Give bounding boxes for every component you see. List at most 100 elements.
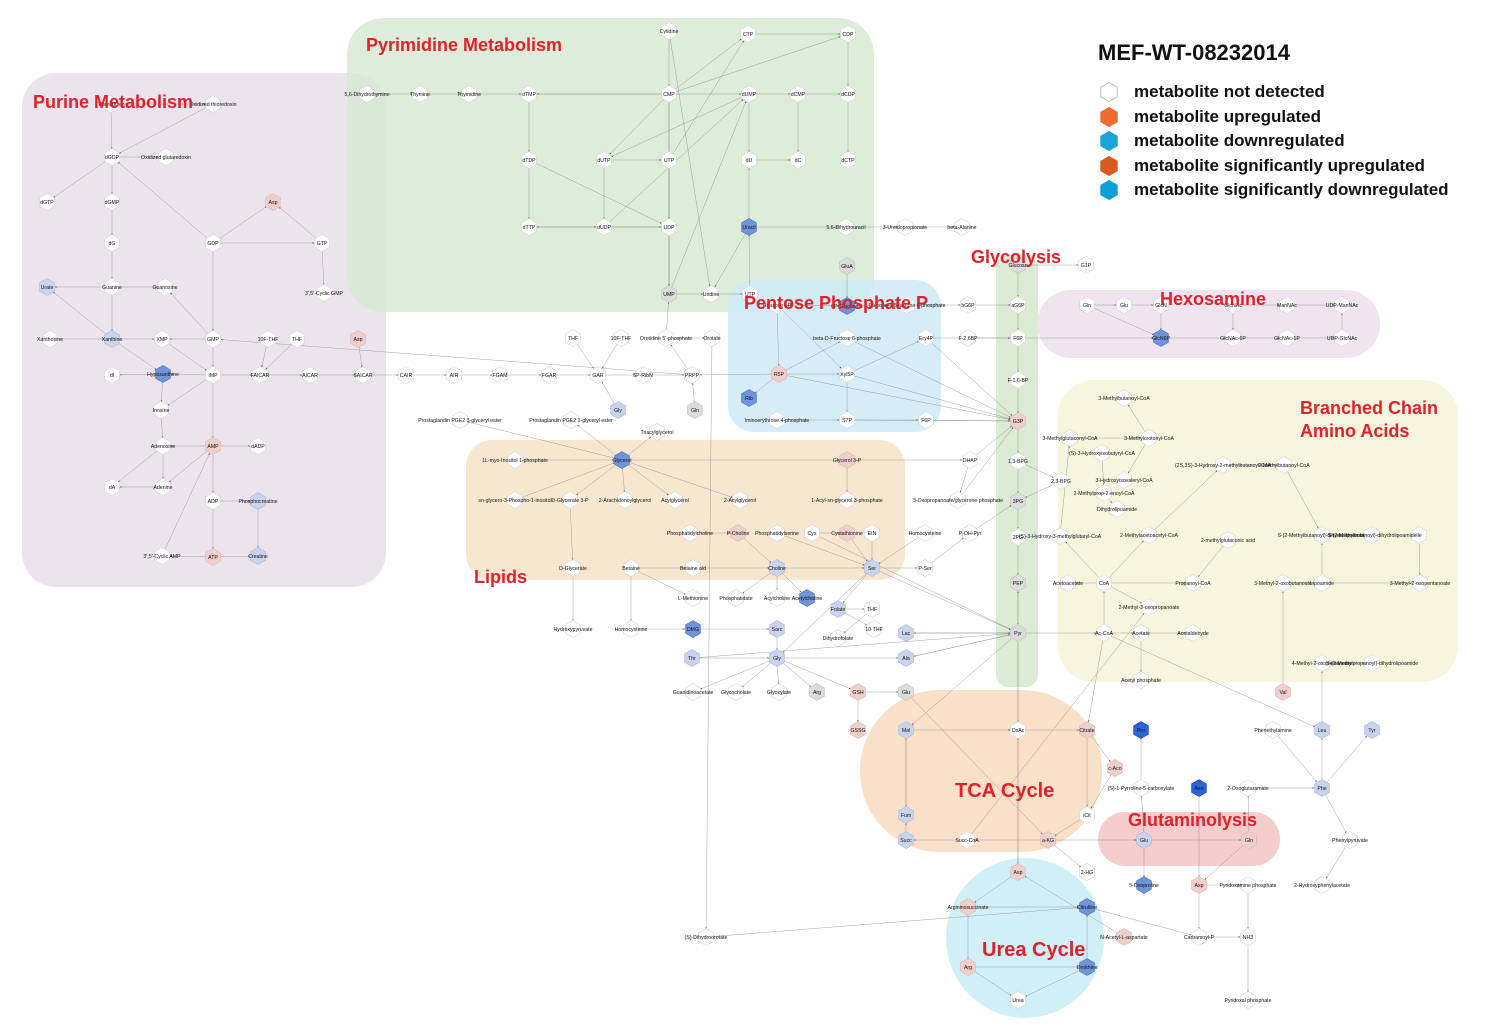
metabolite-node-methylpropanoyl[interactable]: S-(2-Methylpropanoyl)-dihydrolipoamide — [1326, 654, 1418, 672]
metabolite-node-uracil[interactable]: Uracil — [741, 218, 757, 236]
metabolite-node-ox_thioredoxin[interactable]: Oxidized thioredoxin — [189, 95, 237, 113]
metabolite-node-utp[interactable]: UTP — [661, 151, 677, 169]
metabolite-node-hydroxy3methyl[interactable]: (S)-3-Hydroxy-3-methylglutaryl-CoA — [1019, 527, 1102, 545]
metabolite-node-acetylphosphate[interactable]: Acetyl phosphate — [1121, 671, 1161, 689]
metabolite-node-acetaldehyde[interactable]: Acetaldehyde — [1177, 624, 1209, 642]
metabolite-node-g3p[interactable]: G3P — [1010, 412, 1026, 430]
metabolite-node-acetylcholine2[interactable]: Acetylcholine — [792, 589, 823, 607]
metabolite-node-da[interactable]: dA — [104, 478, 120, 496]
metabolite-node-dgmp[interactable]: dGMP — [104, 193, 120, 211]
metabolite-node-r5p[interactable]: R5P — [771, 365, 787, 383]
metabolite-node-ery4p[interactable]: Ery4P — [918, 329, 934, 347]
metabolite-node-pyridoxamine[interactable]: Pyridoxamine phosphate — [1219, 876, 1277, 894]
metabolite-node-adenosine[interactable]: Adenosine — [151, 437, 176, 455]
metabolite-node-guanidinoacetate[interactable]: Guanidinoacetate — [673, 683, 714, 701]
metabolite-node-phosphatidate[interactable]: Phosphatidate — [719, 589, 753, 607]
metabolite-node-pg3[interactable]: 3PG — [1010, 492, 1026, 510]
metabolite-node-dihydrothymine[interactable]: 5,6-Dihydrothymine — [345, 85, 390, 103]
metabolite-node-nh3[interactable]: NH3 — [1240, 928, 1256, 946]
metabolite-node-dudp[interactable]: dUDP — [596, 218, 612, 236]
metabolite-node-mal[interactable]: Mal — [898, 721, 914, 739]
metabolite-node-methylbutanoyl2[interactable]: (2S,3S)-3-Hydroxy-2-methylbutanoyl-CoA — [1175, 456, 1272, 474]
metabolite-node-urate[interactable]: Urate — [39, 278, 55, 296]
metabolite-node-gly2[interactable]: Gly — [769, 649, 785, 667]
metabolite-node-imp[interactable]: IMP — [205, 366, 221, 384]
metabolite-node-acylglycerol[interactable]: Acylglycerol — [661, 491, 689, 509]
metabolite-node-phosphocreatine[interactable]: Phosphocreatine — [239, 492, 278, 510]
metabolite-node-creatine[interactable]: Creatine — [248, 547, 268, 565]
metabolite-node-ureidopropionate[interactable]: 3-Ureidopropionate — [883, 218, 928, 236]
metabolite-node-dglycerate[interactable]: D-Glycerate — [559, 559, 587, 577]
metabolite-node-dgdp[interactable]: dGDP — [104, 148, 120, 166]
metabolite-node-asn[interactable]: Asn — [1191, 779, 1207, 797]
metabolite-node-methyloxopentanoate2[interactable]: 4-Methyl-2-oxopentanoate — [1292, 654, 1353, 672]
metabolite-node-bg6p[interactable]: bG6P — [960, 296, 976, 314]
metabolite-node-methyloxobutanoate[interactable]: 3-Methyl-2-oxobutanoate — [1254, 574, 1312, 592]
metabolite-node-dg[interactable]: dG — [104, 234, 120, 252]
metabolite-node-du[interactable]: dU — [741, 151, 757, 169]
metabolite-node-dutp[interactable]: dUTP — [596, 151, 612, 169]
metabolite-node-propanoyl[interactable]: Propanoyl-CoA — [1175, 574, 1211, 592]
metabolite-node-prpp[interactable]: PRPP — [684, 366, 700, 384]
metabolite-node-glcn6p[interactable]: GlcN6P — [1152, 329, 1170, 347]
metabolite-node-cmp[interactable]: CMP — [661, 85, 677, 103]
metabolite-node-glcnac1p[interactable]: GlcNAc-1P — [1274, 329, 1300, 347]
metabolite-node-sarc[interactable]: Sarc — [769, 620, 785, 638]
metabolite-node-phosphatidylcholine[interactable]: Phosphatidylcholine — [667, 524, 713, 542]
metabolite-node-utp2[interactable]: UTP — [742, 285, 758, 303]
metabolite-node-gln2[interactable]: Gln — [1079, 296, 1095, 314]
metabolite-node-cgmp[interactable]: 3',5'-Cyclic GMP — [305, 284, 344, 302]
metabolite-node-pyrroline[interactable]: (S)-1-Pyrroline-5-carboxylate — [1108, 779, 1175, 797]
metabolite-node-dihydrouracil[interactable]: 5,6-Dihydrouracil — [826, 218, 866, 236]
metabolite-node-adp[interactable]: ADP — [205, 492, 221, 510]
metabolite-node-methyloxopentanoate[interactable]: 3-Methyl-2-oxopentanoate — [1390, 574, 1451, 592]
metabolite-node-guanine[interactable]: Guanine — [102, 278, 122, 296]
metabolite-node-homocysteine[interactable]: Homocysteine — [615, 620, 648, 638]
metabolite-node-ox_glutaredoxin[interactable]: Oxidized glutaredoxin — [141, 148, 191, 166]
metabolite-node-xanthosine[interactable]: Xanthosine — [37, 330, 63, 348]
metabolite-node-pyr[interactable]: Pyr — [1010, 624, 1026, 642]
metabolite-node-dtmp[interactable]: dTMP — [521, 85, 537, 103]
metabolite-node-pcholine[interactable]: P-Choline — [727, 524, 750, 542]
metabolite-node-glcnac[interactable]: GlcNAc — [1224, 296, 1242, 314]
metabolite-node-gluconate6p[interactable]: 6P-Gluconate — [831, 297, 863, 315]
metabolite-node-gdp[interactable]: GDP — [205, 234, 221, 252]
metabolite-node-pohpyr[interactable]: P-OH-Pyr — [959, 524, 982, 542]
metabolite-node-thf1[interactable]: THF — [289, 330, 305, 348]
metabolite-node-pser[interactable]: P-Ser — [917, 559, 933, 577]
metabolite-node-hydroxybutyryl[interactable]: (S)-3-Hydroxyisobutyryl-CoA — [1069, 444, 1136, 462]
metabolite-node-glu1[interactable]: Glu — [898, 683, 914, 701]
metabolite-node-argsucc[interactable]: Argininosuccinate — [948, 898, 989, 916]
metabolite-node-methyloxopropanoate[interactable]: 2-Methyl-3-oxopropanoate — [1119, 598, 1180, 616]
metabolite-node-betainealdehyde[interactable]: Betaine ald — [680, 559, 706, 577]
metabolite-node-lmethionine[interactable]: L-Methionine — [678, 589, 708, 607]
metabolite-node-ump[interactable]: UMP — [661, 285, 677, 303]
metabolite-node-phe[interactable]: Phe — [1314, 779, 1330, 797]
metabolite-node-camp[interactable]: 3',5'-Cyclic AMP — [143, 547, 181, 565]
metabolite-node-ornithine[interactable]: Ornithine — [1076, 958, 1098, 976]
metabolite-node-hg2[interactable]: 2-HG — [1079, 863, 1095, 881]
metabolite-node-methylacetoacetyl[interactable]: 2-Methylacetoacetyl-CoA — [1120, 526, 1179, 544]
metabolite-node-s7p[interactable]: S7P — [839, 411, 855, 429]
metabolite-node-udpglcnac[interactable]: UDP-GlcNAc — [1327, 329, 1358, 347]
metabolite-node-hydroxypyruvate[interactable]: Hydroxypyruvate — [554, 620, 593, 638]
metabolite-node-dihydrolipoamide[interactable]: Dihydrolipoamide — [1097, 500, 1137, 518]
metabolite-node-fgar[interactable]: FGAR — [541, 366, 557, 384]
metabolite-node-di[interactable]: dI — [104, 366, 120, 384]
metabolite-node-tyr[interactable]: Tyr — [1364, 721, 1380, 739]
metabolite-node-orotidine[interactable]: Orotidine 5'-phosphate — [640, 329, 692, 347]
metabolite-node-arg1[interactable]: Arg — [809, 683, 825, 701]
metabolite-node-glcn[interactable]: GlcN — [1153, 296, 1169, 314]
metabolite-node-gtp[interactable]: GTP — [314, 234, 330, 252]
metabolite-node-coa[interactable]: CoA — [1096, 574, 1112, 592]
metabolite-node-ala[interactable]: Ala — [898, 649, 914, 667]
metabolite-node-udp[interactable]: UDP — [661, 218, 677, 236]
metabolite-node-thioredoxin[interactable]: Thioredoxin — [97, 95, 125, 113]
metabolite-node-bpg13[interactable]: 1,3-BPG — [1008, 452, 1028, 470]
metabolite-node-oxoglutaramate[interactable]: 2-Oxoglutaramate — [1227, 779, 1269, 797]
metabolite-node-citrate[interactable]: Citrate — [1079, 721, 1095, 739]
metabolite-node-thf10[interactable]: 10-THF — [865, 620, 883, 638]
metabolite-node-glu3[interactable]: Glu — [1136, 831, 1152, 849]
metabolite-node-f16bp[interactable]: F-1,6-BP — [1008, 371, 1029, 389]
metabolite-node-dihydroorotate[interactable]: (S)-Dihydroorotate — [685, 928, 728, 946]
